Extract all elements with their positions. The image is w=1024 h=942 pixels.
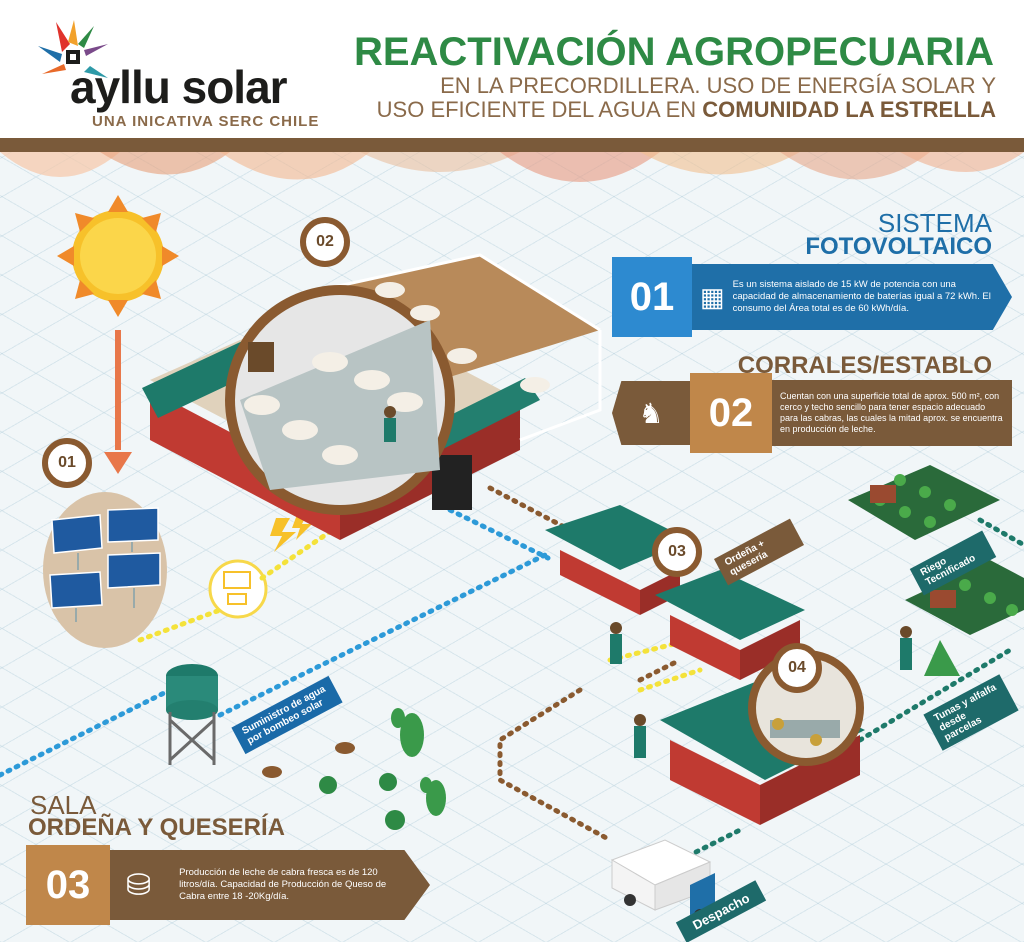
alfalfa-bale xyxy=(924,640,960,676)
badge-01: 01 xyxy=(42,438,92,488)
corrales-icon-tab: ♞ xyxy=(612,381,690,445)
solar-number: 01 xyxy=(629,274,675,319)
small-plants xyxy=(319,773,405,830)
corrales-info-box: ♞ 02 Cuentan con una superficie total de… xyxy=(612,373,1012,453)
sun-icon xyxy=(57,195,179,317)
sala-number-tab: 03 xyxy=(26,845,110,925)
logo-subtitle: UNA INICATIVA SERC CHILE xyxy=(92,113,320,130)
sala-info-panel: ⛁ Producción de leche de cabra fresca es… xyxy=(110,850,430,920)
solar-info-box: 01 ▦ Es un sistema aislado de 15 kW de p… xyxy=(612,257,1012,337)
sun-energy-arrow xyxy=(104,330,132,474)
badge-03: 03 xyxy=(652,527,702,577)
corrales-info-text: Cuentan con una superficie total de apro… xyxy=(780,391,1003,434)
badge-04: 04 xyxy=(772,643,822,693)
water-tower xyxy=(166,664,218,765)
page-subtitle-line-1: EN LA PRECORDILLERA. USO DE ENERGÍA SOLA… xyxy=(440,73,996,98)
electric-line xyxy=(137,522,703,693)
goats-in-pen xyxy=(375,282,550,393)
goat-icon: ♞ xyxy=(638,397,664,429)
barn-interior-magnifier xyxy=(225,285,455,515)
header-divider xyxy=(0,138,1024,152)
corrales-number: 02 xyxy=(708,390,754,435)
corrales-heading: CORRALES/ESTABLO xyxy=(737,352,992,379)
header: ayllu solar UNA INICATIVA SERC CHILE REA… xyxy=(0,0,1024,138)
solar-info-panel: ▦ Es un sistema aislado de 15 kW de pote… xyxy=(692,264,1012,330)
sala-info-text: Producción de leche de cabra fresca es d… xyxy=(179,867,387,902)
cactus-plants xyxy=(391,708,446,816)
logo-text: ayllu solar xyxy=(70,61,288,113)
irrigated-field-top xyxy=(848,465,1000,540)
corrales-info-panel: Cuentan con una superficie total de apro… xyxy=(772,380,1012,446)
sala-heading-2: ORDEÑA Y QUESERÍA xyxy=(28,814,285,841)
milk-can-icon: ⛁ xyxy=(126,868,152,902)
corrales-number-tab: 02 xyxy=(690,373,772,453)
irrigated-field-bottom xyxy=(905,560,1024,635)
solar-heading-1: SISTEMA xyxy=(877,208,992,238)
subtitle-community: COMUNIDAD LA ESTRELLA xyxy=(702,97,996,122)
solar-number-tab: 01 xyxy=(612,257,692,337)
farmer-figure xyxy=(384,406,396,442)
lightning-icon xyxy=(270,512,312,552)
sala-heading-1: SALA xyxy=(30,790,97,820)
sala-info-box: 03 ⛁ Producción de leche de cabra fresca… xyxy=(26,845,430,925)
subtitle-prefix: USO EFICIENTE DEL AGUA EN xyxy=(376,97,703,122)
soil-mounds xyxy=(262,742,355,778)
sala-number: 03 xyxy=(45,862,91,907)
solar-heading-2: FOTOVOLTAICO xyxy=(805,233,992,260)
product-line xyxy=(487,485,683,843)
cheese-building xyxy=(655,570,805,680)
battery-controller-icon xyxy=(208,559,268,619)
decorative-scallops xyxy=(0,152,1024,182)
solar-panel-icon: ▦ xyxy=(700,281,725,312)
worker-figures xyxy=(610,622,912,758)
ayllu-logo-icon xyxy=(38,20,108,78)
solar-panel-array xyxy=(43,492,167,648)
page-subtitle-line-2: USO EFICIENTE DEL AGUA EN COMUNIDAD LA E… xyxy=(377,97,996,123)
water-line xyxy=(0,507,551,778)
solar-info-text: Es un sistema aislado de 15 kW de potenc… xyxy=(732,279,991,314)
page-title: REACTIVACIÓN AGROPECUARIA xyxy=(353,30,994,74)
badge-02: 02 xyxy=(300,217,350,267)
